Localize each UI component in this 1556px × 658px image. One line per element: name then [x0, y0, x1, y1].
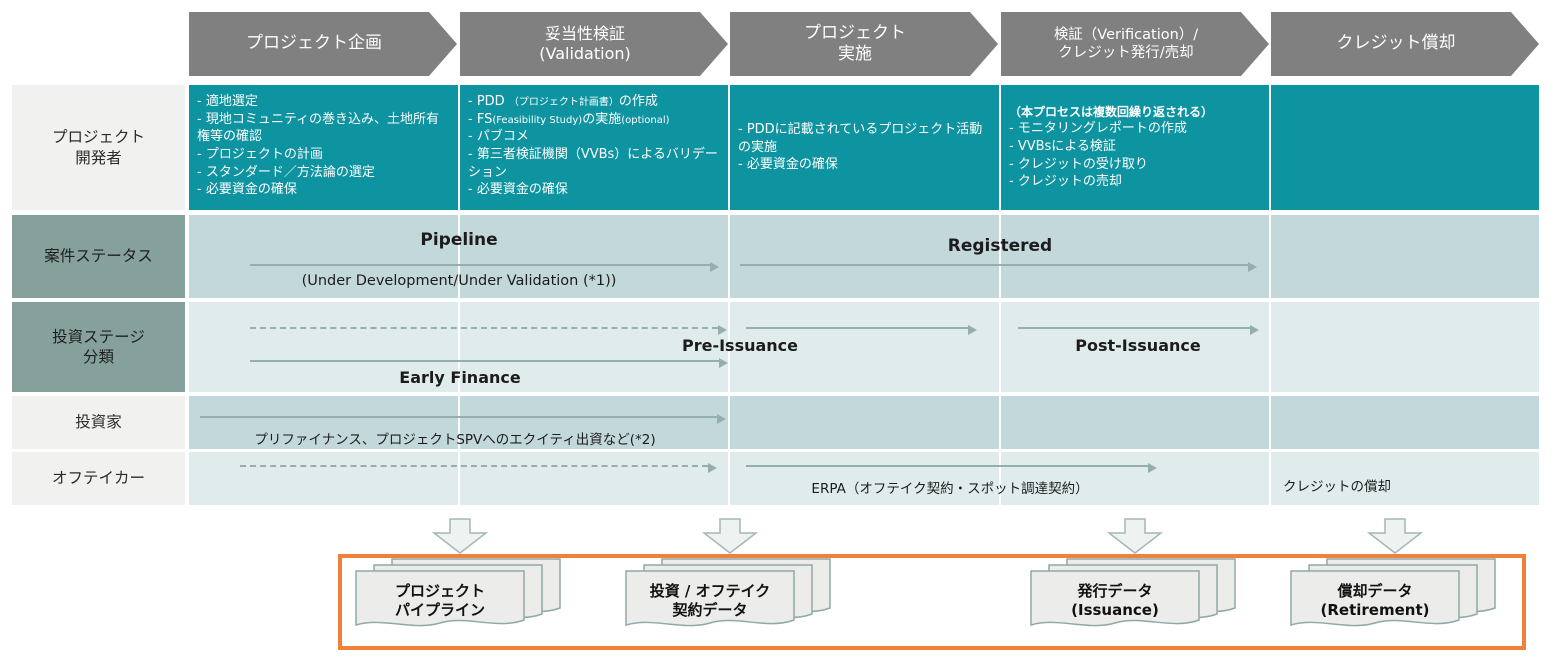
investor-note: プリファイナンス、プロジェクトSPVへのエクイティ出資など(*2) [254, 432, 656, 448]
pipeline-arrow [250, 262, 719, 272]
output-label-line: 償却データ [1337, 581, 1413, 600]
developer-implementation-cell: - PDDに記載されているプロジェクト活動の実施 - 必要資金の確保 [730, 85, 999, 210]
invest-stage-cell [1001, 302, 1269, 392]
output-label-line: (Issuance) [1071, 601, 1159, 619]
output-label-line: 発行データ [1077, 581, 1153, 600]
offtaker-cell [1271, 452, 1539, 505]
invest-stage-cell [730, 302, 999, 392]
row-label-status: 案件ステータス [12, 215, 185, 298]
offtaker-cell [189, 452, 458, 505]
status-cell [1001, 215, 1269, 298]
document-stack-contracts: 投資 / オフテイク 契約データ [625, 558, 835, 636]
invest-stage-cell [1271, 302, 1539, 392]
registered-label: Registered [947, 236, 1053, 256]
pipeline-label: Pipeline [420, 230, 498, 250]
output-label-line: 契約データ [672, 601, 748, 619]
investor-cell [1001, 396, 1269, 449]
investor-cell [460, 396, 728, 449]
offtaker-dashed-arrow [240, 463, 717, 473]
document-stack-issuance: 発行データ (Issuance) [1030, 558, 1240, 636]
phase-chevron-validation: 妥当性検証 (Validation) [460, 12, 728, 76]
registered-arrow [740, 262, 1257, 272]
offtaker-cell [730, 452, 999, 505]
developer-verification-cell: （本プロセスは複数回繰り返される） - モニタリングレポートの作成 - VVBs… [1001, 85, 1269, 210]
pre-issuance-dashed-arrow [250, 325, 727, 335]
offtaker-cell [1001, 452, 1269, 505]
documents-icon [1290, 558, 1496, 627]
row-label-developer: プロジェクト 開発者 [12, 85, 185, 210]
developer-retirement-cell [1271, 85, 1539, 210]
erpa-label: ERPA（オフテイク契約・スポット調達契約） [811, 481, 1089, 497]
down-arrow-icon [701, 518, 759, 558]
phase-chevron-verification: 検証（Verification）/ クレジット発行/売却 [1001, 12, 1269, 76]
investor-cell [730, 396, 999, 449]
pipeline-sub-label: (Under Development/Under Validation (*1)… [301, 273, 617, 289]
invest-stage-cell [460, 302, 728, 392]
down-arrow-icon [1366, 518, 1424, 558]
invest-stage-cell [189, 302, 458, 392]
documents-icon [355, 558, 561, 627]
row-label-invest-stage: 投資ステージ 分類 [12, 302, 185, 392]
investor-cell [189, 396, 458, 449]
status-cell [460, 215, 728, 298]
output-label-line: プロジェクト [394, 581, 485, 600]
status-cell [1271, 215, 1539, 298]
output-label-line: (Retirement) [1320, 601, 1430, 619]
phase-chevron-implementation: プロジェクト 実施 [730, 12, 998, 76]
post-issuance-label: Post-Issuance [1075, 336, 1201, 355]
credit-retirement-label: クレジットの償却 [1283, 479, 1391, 495]
document-stack-retirement: 償却データ (Retirement) [1290, 558, 1500, 636]
developer-planning-cell: - 適地選定 - 現地コミュニティの巻き込み、土地所有権等の確認 - プロジェク… [189, 85, 458, 210]
developer-validation-cell: - PDD （プロジェクト計画書）の作成 - FS(Feasibility St… [460, 85, 728, 210]
output-label-line: 投資 / オフテイク [649, 581, 771, 600]
status-cell [189, 215, 458, 298]
document-stack-pipeline: プロジェクト パイプライン [355, 558, 565, 636]
erpa-arrow [746, 463, 1157, 473]
pre-issuance-label: Pre-Issuance [681, 336, 799, 355]
down-arrow-icon [1106, 518, 1164, 558]
investor-cell [1271, 396, 1539, 449]
early-finance-arrow [250, 358, 728, 368]
early-finance-label: Early Finance [399, 368, 521, 387]
output-label-line: パイプライン [394, 601, 485, 619]
pre-issuance-arrow [746, 325, 977, 335]
documents-icon [625, 558, 831, 627]
status-cell [730, 215, 999, 298]
row-label-offtaker: オフテイカー [12, 452, 185, 505]
down-arrow-icon [431, 518, 489, 558]
post-issuance-arrow [1018, 325, 1259, 335]
investor-arrow [200, 414, 726, 424]
documents-icon [1030, 558, 1236, 627]
row-label-investor: 投資家 [12, 396, 185, 449]
offtaker-cell [460, 452, 728, 505]
phase-chevron-retirement: クレジット償却 [1271, 12, 1539, 76]
phase-chevron-planning: プロジェクト企画 [189, 12, 457, 76]
